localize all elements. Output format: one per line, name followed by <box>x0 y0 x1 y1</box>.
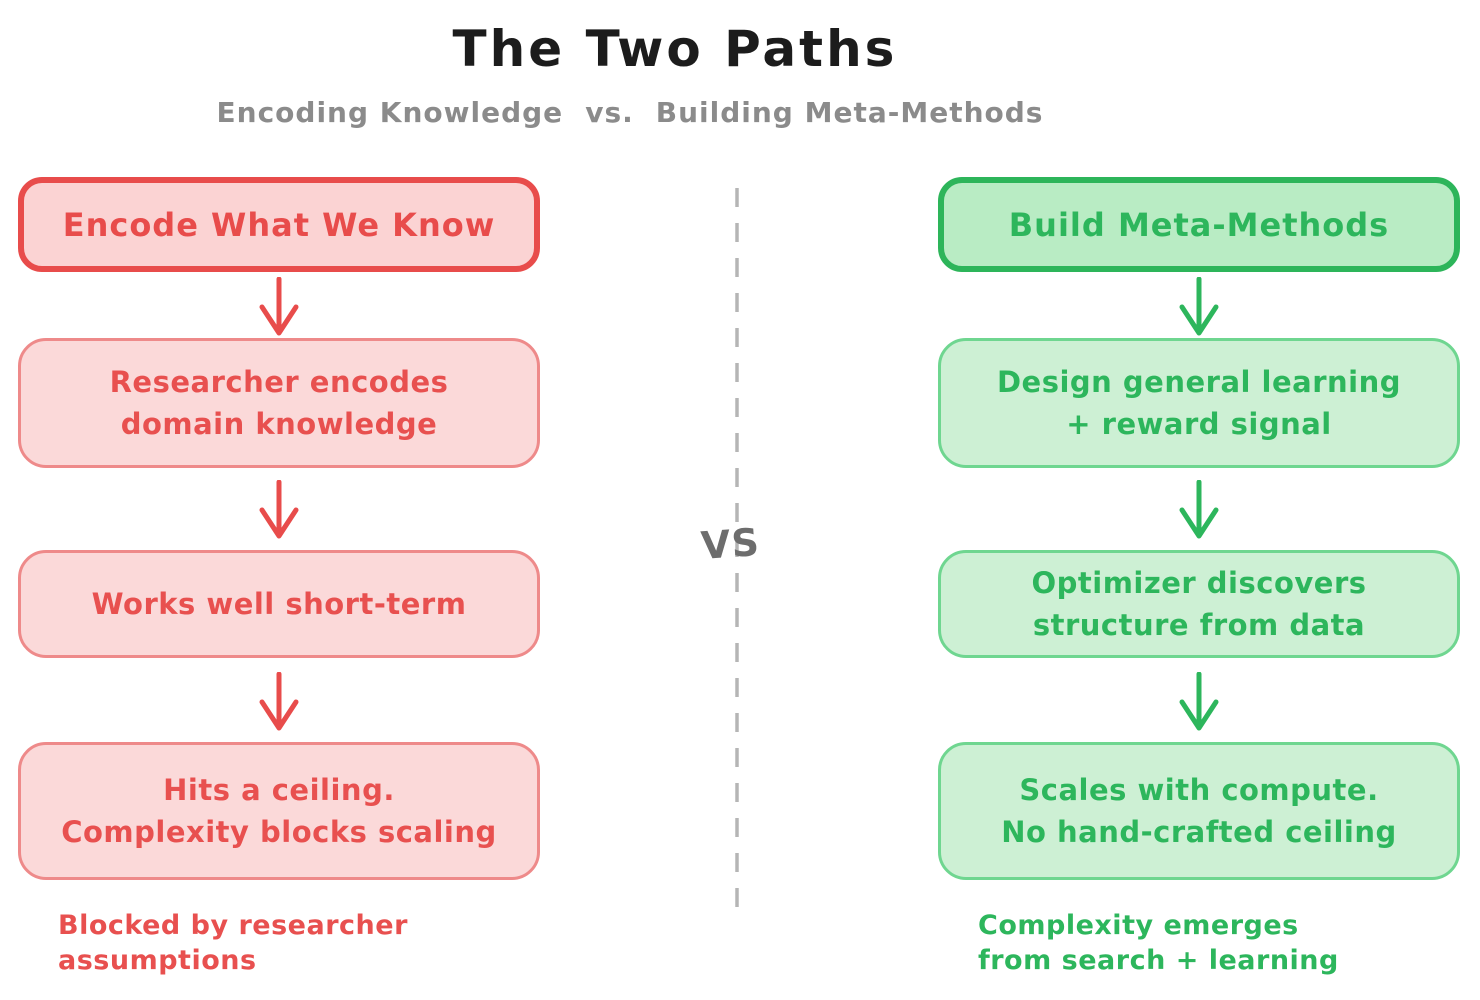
right-step-box-1: Design general learning + reward signal <box>938 338 1460 468</box>
step-text-line: structure from data <box>1032 608 1366 642</box>
down-arrow-icon <box>1179 480 1219 539</box>
step-text-line: No hand-crafted ceiling <box>1001 815 1397 849</box>
step-text-line: + reward signal <box>1066 407 1332 441</box>
left-step-box-3: Hits a ceiling. Complexity blocks scalin… <box>18 742 540 880</box>
step-text-line: domain knowledge <box>120 407 438 441</box>
step-text-line: Scales with compute. <box>1019 772 1379 807</box>
step-text-line: Works well short-term <box>91 586 467 621</box>
right-header-box: Build Meta-Methods <box>938 177 1460 272</box>
footer-text-line: Complexity emerges <box>978 910 1299 941</box>
down-arrow-icon <box>1179 672 1219 731</box>
left-footer-note: Blocked by researcher assumptions <box>58 908 408 978</box>
right-header-label: Build Meta-Methods <box>1008 205 1390 244</box>
vs-label: VS <box>699 520 762 568</box>
step-text-line: Complexity blocks scaling <box>61 815 497 849</box>
step-text-line: Researcher encodes <box>109 364 449 399</box>
divider-dashed-line <box>735 188 739 914</box>
down-arrow-icon <box>1179 277 1219 336</box>
subtitle: Encoding Knowledge vs. Building Meta-Met… <box>180 96 1080 129</box>
left-step-box-2: Works well short-term <box>18 550 540 658</box>
right-step-box-3: Scales with compute. No hand-crafted cei… <box>938 742 1460 880</box>
footer-text-line: assumptions <box>58 945 257 977</box>
right-footer-note: Complexity emerges from search + learnin… <box>978 908 1339 978</box>
down-arrow-icon <box>259 480 299 539</box>
down-arrow-icon <box>259 672 299 731</box>
page-title: The Two Paths <box>452 20 898 78</box>
step-text-line: Optimizer discovers <box>1031 565 1367 600</box>
left-step-box-1: Researcher encodes domain knowledge <box>18 338 540 468</box>
left-header-box: Encode What We Know <box>18 177 540 272</box>
step-text-line: Design general learning <box>996 364 1402 399</box>
right-step-box-2: Optimizer discovers structure from data <box>938 550 1460 658</box>
subtitle-left-text: Encoding Knowledge <box>216 96 564 129</box>
down-arrow-icon <box>259 277 299 336</box>
step-text-line: Hits a ceiling. <box>163 772 395 807</box>
left-header-label: Encode What We Know <box>62 205 496 244</box>
footer-text-line: from search + learning <box>978 945 1339 977</box>
subtitle-right-text: Building Meta-Methods <box>655 96 1044 129</box>
footer-text-line: Blocked by researcher <box>58 910 408 941</box>
subtitle-vs-text: vs. <box>585 96 634 129</box>
